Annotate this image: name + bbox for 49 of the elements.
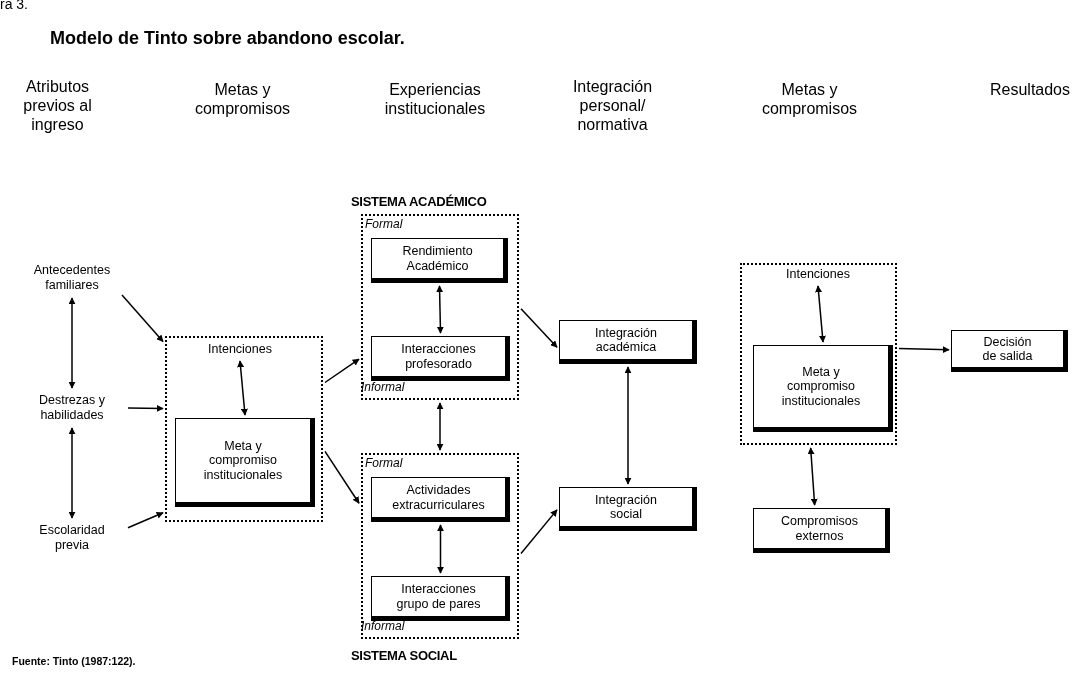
dotted-group-frame	[740, 263, 897, 445]
source-caption: Fuente: Tinto (1987:122).	[12, 655, 136, 667]
process-box: Rendimiento Académico	[371, 238, 508, 283]
arrow	[624, 366, 632, 485]
arrow	[68, 297, 76, 389]
arrow	[127, 404, 164, 412]
process-box: Integración social	[559, 487, 697, 531]
factor-label: Intenciones	[778, 265, 858, 283]
process-box: Actividades extracurriculares	[371, 477, 510, 522]
diagram-title: Modelo de Tinto sobre abandono escolar.	[50, 28, 405, 49]
factor-label: Destrezas y habilidades	[18, 391, 126, 425]
column-heading: Metas y compromisos	[760, 80, 859, 119]
column-heading: Resultados	[988, 80, 1071, 100]
process-box: Compromisos externos	[753, 508, 890, 553]
arrow	[121, 294, 164, 343]
arrow	[324, 450, 360, 504]
process-box: Meta y compromiso institucionales	[175, 418, 315, 507]
arrow	[127, 511, 164, 529]
arrow	[898, 346, 950, 354]
subgroup-label: Formal	[365, 217, 403, 231]
group-heading: SISTEMA ACADÉMICO	[351, 194, 487, 209]
dotted-group-frame	[165, 336, 323, 522]
column-heading: Metas y compromisos	[193, 80, 292, 119]
process-box: Interacciones grupo de pares	[371, 576, 510, 621]
process-box: Integración académica	[559, 320, 697, 364]
factor-label: Antecedentes familiares	[18, 261, 126, 295]
column-heading: Atributos previos al ingreso	[22, 77, 93, 135]
arrow	[437, 524, 444, 574]
arrow	[324, 358, 360, 384]
factor-label: Escolaridad previa	[18, 521, 126, 555]
arrow	[436, 285, 444, 334]
column-heading: Experiencias institucionales	[383, 80, 487, 119]
arrow	[807, 447, 818, 506]
process-box: Meta y compromiso institucionales	[753, 345, 893, 432]
figure-number: ra 3.	[0, 0, 29, 13]
group-heading: SISTEMA SOCIAL	[351, 648, 457, 663]
arrow	[68, 427, 76, 519]
factor-label: Intenciones	[200, 340, 280, 358]
subgroup-label: Informal	[361, 619, 405, 633]
arrow	[520, 308, 558, 349]
process-box: Decisión de salida	[951, 330, 1068, 372]
arrow	[237, 360, 248, 416]
column-heading: Integración personal/ normativa	[571, 77, 654, 135]
subgroup-label: Formal	[365, 456, 403, 470]
arrow	[436, 402, 444, 451]
subgroup-label: Informal	[361, 380, 405, 394]
arrow	[815, 285, 826, 343]
process-box: Interacciones profesorado	[371, 336, 510, 381]
arrow	[520, 509, 558, 555]
